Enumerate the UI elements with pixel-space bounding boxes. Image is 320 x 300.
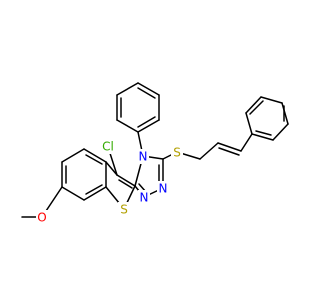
chlorine-atom: Cl (99, 139, 117, 154)
benzo-ring-bond (83, 148, 107, 163)
thiophene-bond (105, 161, 118, 176)
phenyl-ring-bond (116, 119, 139, 133)
styryl-ring-bond (281, 102, 289, 125)
phenyl-ring-inner-bond (137, 116, 156, 128)
thioether-sulfur-atom: S (171, 145, 183, 160)
phenyl-ring-inner-bond (137, 87, 156, 99)
triazole-nitrogen-2-atom: N (157, 181, 169, 196)
triazole-nitrogen-4-label: N (139, 150, 148, 164)
thiophene-inner-bond (118, 179, 133, 189)
ch-aryl-bond (240, 133, 253, 152)
styryl-ring-inner-bond (249, 100, 264, 115)
oxygen-atom: O (36, 210, 48, 225)
benzo-ring-inner-bond (85, 154, 103, 165)
benzo-ring-bond (83, 186, 107, 201)
styryl-ring-bond (245, 112, 253, 135)
phenyl-ring-bond (137, 119, 160, 133)
thiophene-sulfur-atom: S (118, 202, 130, 217)
alkene-inner-bond (218, 147, 240, 156)
triazole-nitrogen-4-atom: N (137, 149, 149, 164)
chlorine-label: Cl (102, 140, 114, 154)
alkene-bond (217, 142, 242, 152)
benzo-ring-bond (61, 186, 85, 201)
styryl-ring-inner-bond (255, 130, 272, 136)
atom-label-layer: Cl O S S N N N (36, 139, 183, 225)
thiophene-sulfur-label: S (120, 203, 128, 217)
triazole-nitrogen-1-label: N (140, 191, 149, 205)
triazole-nitrogen-2-label: N (159, 182, 168, 196)
thiophene-bond (116, 174, 136, 187)
ch2-ch-bond (199, 142, 219, 160)
benzo-ring-bond (61, 148, 85, 163)
styryl-ring-bond (260, 96, 283, 104)
bond-layer (21, 82, 289, 218)
styryl-ring-bond (251, 133, 274, 141)
styryl-ring-bond (272, 123, 289, 141)
triazole-nitrogen-1-atom: N (138, 190, 150, 205)
phenyl-ring-bond (116, 82, 139, 96)
phenyl-ring-bond (137, 82, 160, 96)
molecule-structure: Cl O S S N N N (21, 82, 289, 225)
oxygen-label: O (37, 211, 46, 225)
benzo-ring-inner-bond (85, 184, 103, 195)
styryl-ring-bond (245, 96, 262, 114)
thioether-sulfur-label: S (173, 146, 181, 160)
